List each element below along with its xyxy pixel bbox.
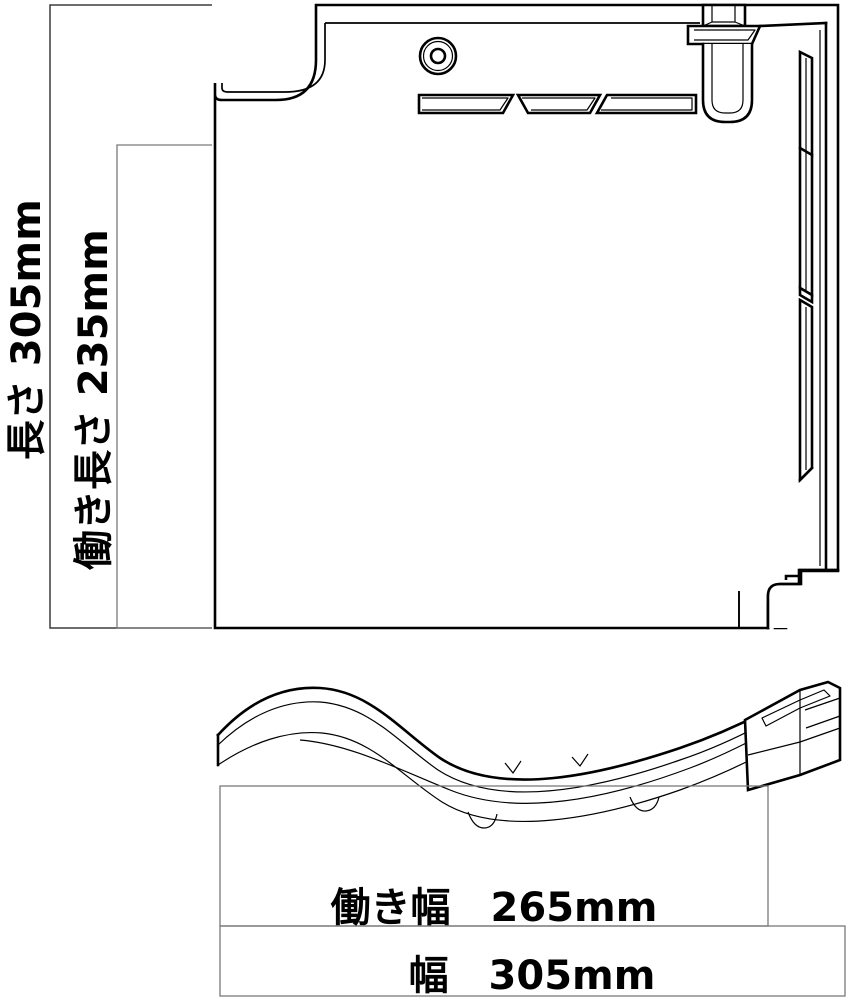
section-interlock-line-4: [805, 715, 841, 729]
interlock-horizontal-bar-edge: [694, 29, 756, 41]
section-bottom-surface: [217, 731, 801, 823]
rib-right-edge: [601, 97, 693, 111]
vertical-dimension-frames: [49, 4, 212, 629]
section-rib-notch-left: [504, 760, 522, 774]
section-view: [216, 680, 842, 829]
rib-center-edge: [522, 97, 596, 111]
interlock-horizontal-bar: [686, 24, 763, 46]
plan-lower-right-step-2: [766, 569, 840, 630]
interlock-channel: [686, 3, 763, 124]
rib-center: [515, 93, 603, 115]
side-rail-outer-top: [758, 21, 828, 28]
interlock-top-stub-inner: [711, 5, 736, 22]
plan-top-lip-curve-inner: [221, 83, 229, 93]
overall-length-dim-label: 長さ 305mm: [4, 199, 50, 460]
section-top-surface-inner: [217, 701, 799, 793]
rib-right-face: [594, 93, 698, 115]
overall-width-dim-label: 幅 305mm: [409, 953, 656, 999]
plan-view: [213, 3, 840, 630]
rib-left-face: [417, 93, 516, 115]
interlock-u-channel: [701, 42, 754, 124]
section-rib-notch-right: [571, 753, 589, 767]
plan-top-lip-curve: [228, 23, 326, 93]
plan-step-mask: [769, 586, 839, 628]
section-interlock-line-3: [804, 697, 841, 711]
section-lap-line: [299, 715, 797, 804]
overall-length-dim-label-group: 長さ 305mm: [4, 199, 50, 460]
nail-hole-mid-circle: [422, 40, 454, 72]
overall-width-dim-box: [219, 925, 846, 997]
section-interlock-groove: [761, 689, 831, 727]
section-foot-mid: [629, 796, 660, 812]
rib-center-face: [515, 93, 603, 115]
effective-length-dim-label-group: 働き長さ 235mm: [71, 229, 117, 570]
side-rail-joint: [798, 285, 814, 305]
effective-width-dim-label: 働き幅 265mm: [331, 885, 658, 931]
side-rail: [758, 21, 828, 572]
section-right-interlock: [743, 680, 842, 792]
horizontal-dimension-frames: [219, 785, 846, 997]
nail-hole-outer-circle: [418, 36, 458, 76]
rib-right: [594, 93, 698, 115]
interlock-u-channel-inner: [711, 44, 744, 114]
effective-length-dim-line: [116, 144, 212, 629]
interlock-top-stub-bevel: [702, 21, 746, 27]
section-top-surface: [216, 686, 802, 781]
side-rail-ridge-lower-tip: [798, 466, 814, 482]
section-bottom-tail: [747, 785, 761, 791]
rib-left: [417, 93, 516, 115]
effective-length-dim-label: 働き長さ 235mm: [71, 229, 117, 570]
section-foot-left: [467, 811, 498, 829]
nail-hole-inner-circle: [429, 47, 447, 65]
nail-hole: [418, 36, 458, 76]
rib-left-edge: [422, 97, 509, 111]
